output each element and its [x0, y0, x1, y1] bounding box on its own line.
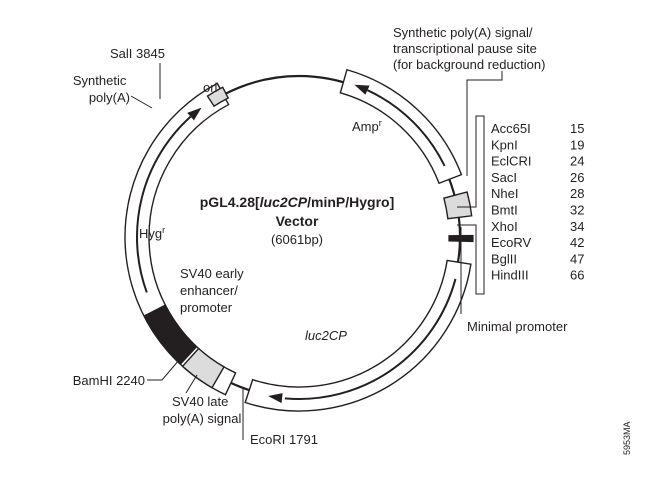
luc2cp-segment	[244, 259, 472, 412]
mcs-site-name: SacI	[491, 170, 517, 185]
ori-label: ori	[203, 80, 218, 95]
synthetic-polya-line1: Synthetic	[73, 73, 127, 88]
synthetic-pause-leader	[466, 71, 503, 176]
sv40-late-label: SV40 late poly(A) signal	[163, 394, 242, 426]
sv40-enhancer-label: SV40 early enhancer/ promoter	[180, 266, 247, 315]
vector-title: pGL4.28[luc2CP/minP/Hygro]	[200, 194, 395, 210]
amp-name: Amp	[352, 119, 379, 134]
title-prefix: pGL4.28[	[200, 194, 260, 210]
mcs-site-position: 26	[570, 170, 584, 185]
amp-direction-arrow	[367, 89, 446, 167]
synthetic-pause-line1: Synthetic poly(A) signal/	[393, 25, 533, 40]
mcs-site-position: 42	[570, 235, 584, 250]
minimal-promoter-label: Minimal promoter	[467, 319, 568, 334]
sv40-late-line1: SV40 late	[172, 394, 228, 409]
sv40-late-polya-segment	[181, 347, 225, 389]
sv40-enhancer-segment	[143, 304, 198, 366]
sali-label: SalI 3845	[110, 46, 165, 61]
vector-label: Vector	[276, 213, 319, 229]
luc2cp-direction-arrow	[284, 278, 457, 400]
bamhi-label: BamHI 2240	[73, 373, 145, 388]
hygro-name: Hyg	[139, 226, 162, 241]
mcs-site-name: KpnI	[491, 137, 518, 152]
sv40-late-line2: poly(A) signal	[163, 411, 242, 426]
hygro-arrowhead	[187, 107, 202, 121]
mcs-site-position: 19	[570, 137, 584, 152]
mcs-site-position: 34	[570, 219, 584, 234]
hygro-label: Hygr	[139, 225, 165, 241]
luc2cp-label: luc2CP	[305, 328, 347, 343]
mcs-site-position: 15	[570, 121, 584, 136]
mcs-site-name: HindIII	[491, 268, 529, 283]
sv40-enhancer-line3: promoter	[180, 300, 233, 315]
synthetic-pause-site-segment	[443, 191, 473, 220]
mcs-site-name: XhoI	[491, 219, 518, 234]
ecori-label: EcoRI 1791	[250, 432, 318, 447]
amp-arrowhead	[354, 84, 370, 95]
synthetic-polya-segment	[206, 86, 230, 108]
hygro-superscript: r	[162, 225, 165, 235]
amp-resistance-segment	[339, 68, 463, 185]
synthetic-pause-line2: transcriptional pause site	[393, 41, 537, 56]
vector-size: (6061bp)	[271, 232, 323, 247]
title-suffix: /minP/Hygro]	[307, 194, 394, 210]
sv40-enhancer-line1: SV40 early	[180, 266, 244, 281]
synthetic-polya-line2: poly(A)	[89, 90, 130, 105]
synthetic-polya-leader	[130, 95, 153, 109]
synthetic-polya-label: Synthetic poly(A)	[73, 73, 130, 105]
synthetic-pause-line3: (for background reduction)	[393, 57, 545, 72]
luc2cp-arrowhead	[268, 393, 283, 404]
amp-label: Ampr	[352, 118, 382, 134]
bamhi-leader	[147, 352, 186, 381]
mcs-bracket	[457, 115, 485, 295]
mcs-site-position: 28	[570, 186, 584, 201]
mcs-site-position: 32	[570, 203, 584, 218]
hygro-direction-arrow	[136, 115, 192, 293]
figure-code: 5953MA	[622, 421, 632, 455]
mcs-site-name: BmtI	[491, 203, 518, 218]
synthetic-pause-label: Synthetic poly(A) signal/ transcriptiona…	[393, 25, 545, 72]
mcs-site-position: 66	[570, 268, 584, 283]
mcs-site-name: EcoRV	[491, 235, 532, 250]
mcs-site-name: EclCRI	[491, 154, 531, 169]
sv40-enhancer-line2: enhancer/	[180, 283, 238, 298]
mcs-site-position: 24	[570, 154, 584, 169]
mcs-site-name: Acc65I	[491, 121, 531, 136]
sv40-late-leader	[185, 374, 198, 394]
mcs-site-position: 47	[570, 251, 584, 266]
title-gene: luc2CP	[260, 194, 308, 210]
mcs-site-name: NheI	[491, 186, 518, 201]
mcs-site-name: BglII	[491, 251, 517, 266]
amp-superscript: r	[379, 118, 382, 128]
